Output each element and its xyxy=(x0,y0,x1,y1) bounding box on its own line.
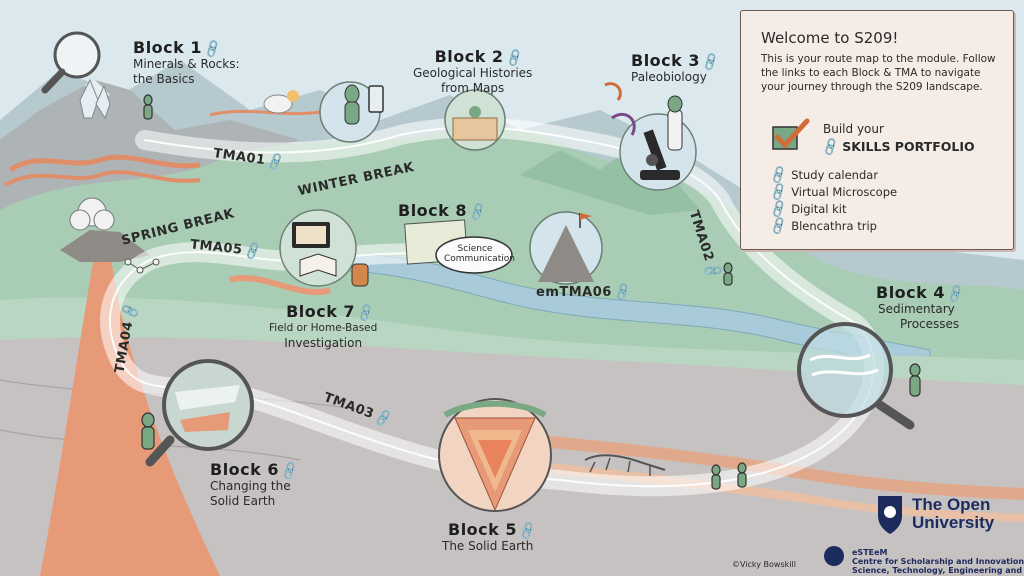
block1-label[interactable]: Block 1🔗 Minerals & Rocks: the Basics xyxy=(133,38,240,87)
block4-sub2: Processes xyxy=(900,317,960,331)
magnifier-icon xyxy=(41,31,101,94)
credit-text: ©Vicky Bowskill xyxy=(732,560,796,569)
magma-channel xyxy=(40,250,220,576)
link-icon: 🔗 xyxy=(467,201,489,224)
block5-title[interactable]: Block 5 xyxy=(448,520,517,539)
panel-title: Welcome to S209! xyxy=(761,29,899,47)
block2-sub2: from Maps xyxy=(440,81,505,95)
block2-label[interactable]: Block 2🔗 Geological Histories from Maps xyxy=(413,47,532,96)
speech-bubble xyxy=(435,236,513,274)
link-icon: 🔗 xyxy=(612,281,635,304)
earth-section-icon xyxy=(438,398,552,512)
block6-sub2: Solid Earth xyxy=(210,494,276,508)
block7-sub2: Investigation xyxy=(284,336,363,350)
emtma06-link[interactable]: emTMA06🔗 xyxy=(536,281,635,304)
block8-title[interactable]: Block 8 xyxy=(398,201,467,220)
block8-label[interactable]: Block 8🔗 xyxy=(398,201,489,224)
block6-title[interactable]: Block 6 xyxy=(210,460,279,479)
link-label[interactable]: Digital kit xyxy=(791,202,847,216)
magnifier-icon-b4 xyxy=(797,322,915,430)
block2-title[interactable]: Block 2 xyxy=(434,47,504,66)
esteem-line2: Centre for Scholarship and Innovation xyxy=(852,557,1024,566)
link-icon: 🔗 xyxy=(820,136,842,159)
link-icon: 🔗 xyxy=(265,152,288,173)
dinosaur-fossil xyxy=(584,454,666,471)
build-line1: Build your xyxy=(823,122,884,136)
block6-label[interactable]: Block 6🔗 Changing the Solid Earth xyxy=(210,460,301,509)
block1-title[interactable]: Block 1 xyxy=(133,38,202,57)
block5-label[interactable]: Block 5🔗 The Solid Earth xyxy=(442,520,539,554)
block1-sub2: the Basics xyxy=(133,72,195,86)
block5-sub1: The Solid Earth xyxy=(442,539,534,553)
link-icon: 🔗 xyxy=(768,215,790,238)
build-line2[interactable]: SKILLS PORTFOLIO xyxy=(842,139,975,154)
link-icon: 🔗 xyxy=(374,410,394,428)
ou-line1: The Open xyxy=(912,495,991,514)
molecule-icon xyxy=(124,258,160,274)
block3-sub1: Paleobiology xyxy=(631,70,707,84)
virtual-microscope-link[interactable]: 🔗Virtual Microscope xyxy=(768,182,898,203)
ou-logo-text: The Open University xyxy=(912,496,994,532)
checkbox-icon xyxy=(772,118,810,150)
esteem-text: eSTEeM Centre for Scholarship and Innova… xyxy=(852,548,1024,576)
bubble-line1: Science xyxy=(457,244,493,254)
bubble-line2: Communication xyxy=(444,254,515,264)
esteem-line1: eSTEeM xyxy=(852,548,888,557)
block3-title[interactable]: Block 3 xyxy=(631,51,700,70)
welcome-panel: Welcome to S209! This is your route map … xyxy=(740,10,1014,250)
panel-intro: This is your route map to the module. Fo… xyxy=(761,53,996,93)
fossil-icon xyxy=(604,82,622,101)
link-label[interactable]: Blencathra trip xyxy=(791,219,877,233)
panel-links: 🔗Study calendar 🔗Virtual Microscope 🔗Dig… xyxy=(768,165,898,238)
block3-label[interactable]: Block 3🔗 Paleobiology xyxy=(631,51,722,85)
tablet-icon xyxy=(368,85,384,113)
esteem-logo xyxy=(824,546,844,566)
digital-kit-link[interactable]: 🔗Digital kit xyxy=(768,199,897,220)
skills-portfolio-link[interactable]: Build your 🔗SKILLS PORTFOLIO xyxy=(820,121,975,159)
block1-sub1: Minerals & Rocks: xyxy=(133,57,240,71)
link-label[interactable]: Virtual Microscope xyxy=(791,185,898,199)
emtma06-label[interactable]: emTMA06 xyxy=(536,285,612,300)
crystal-icon xyxy=(79,78,99,119)
block4-title[interactable]: Block 4 xyxy=(876,283,945,302)
link-label[interactable]: Study calendar xyxy=(791,168,879,182)
study-calendar-link[interactable]: 🔗Study calendar xyxy=(768,165,897,186)
block2-sub1: Geological Histories xyxy=(413,66,533,80)
block4-label[interactable]: Block 4🔗 Sedimentary Processes xyxy=(876,283,967,332)
backpack-icon xyxy=(351,263,369,287)
esteem-line3: Science, Technology, Engineering and Mat… xyxy=(852,566,1023,576)
block6-sub1: Changing the xyxy=(210,479,291,493)
ou-line2: University xyxy=(912,513,995,532)
block4-sub1: Sedimentary xyxy=(878,302,955,316)
block7-label[interactable]: Block 7🔗 Field or Home-Based Investigati… xyxy=(269,302,377,351)
block7-sub1: Field or Home-Based xyxy=(269,322,378,334)
block7-title[interactable]: Block 7 xyxy=(286,302,356,321)
magnifier-icon-b6 xyxy=(145,359,254,467)
blencathra-trip-link[interactable]: 🔗Blencathra trip xyxy=(768,215,897,238)
science-bubble-text: Science Communication xyxy=(444,244,515,264)
